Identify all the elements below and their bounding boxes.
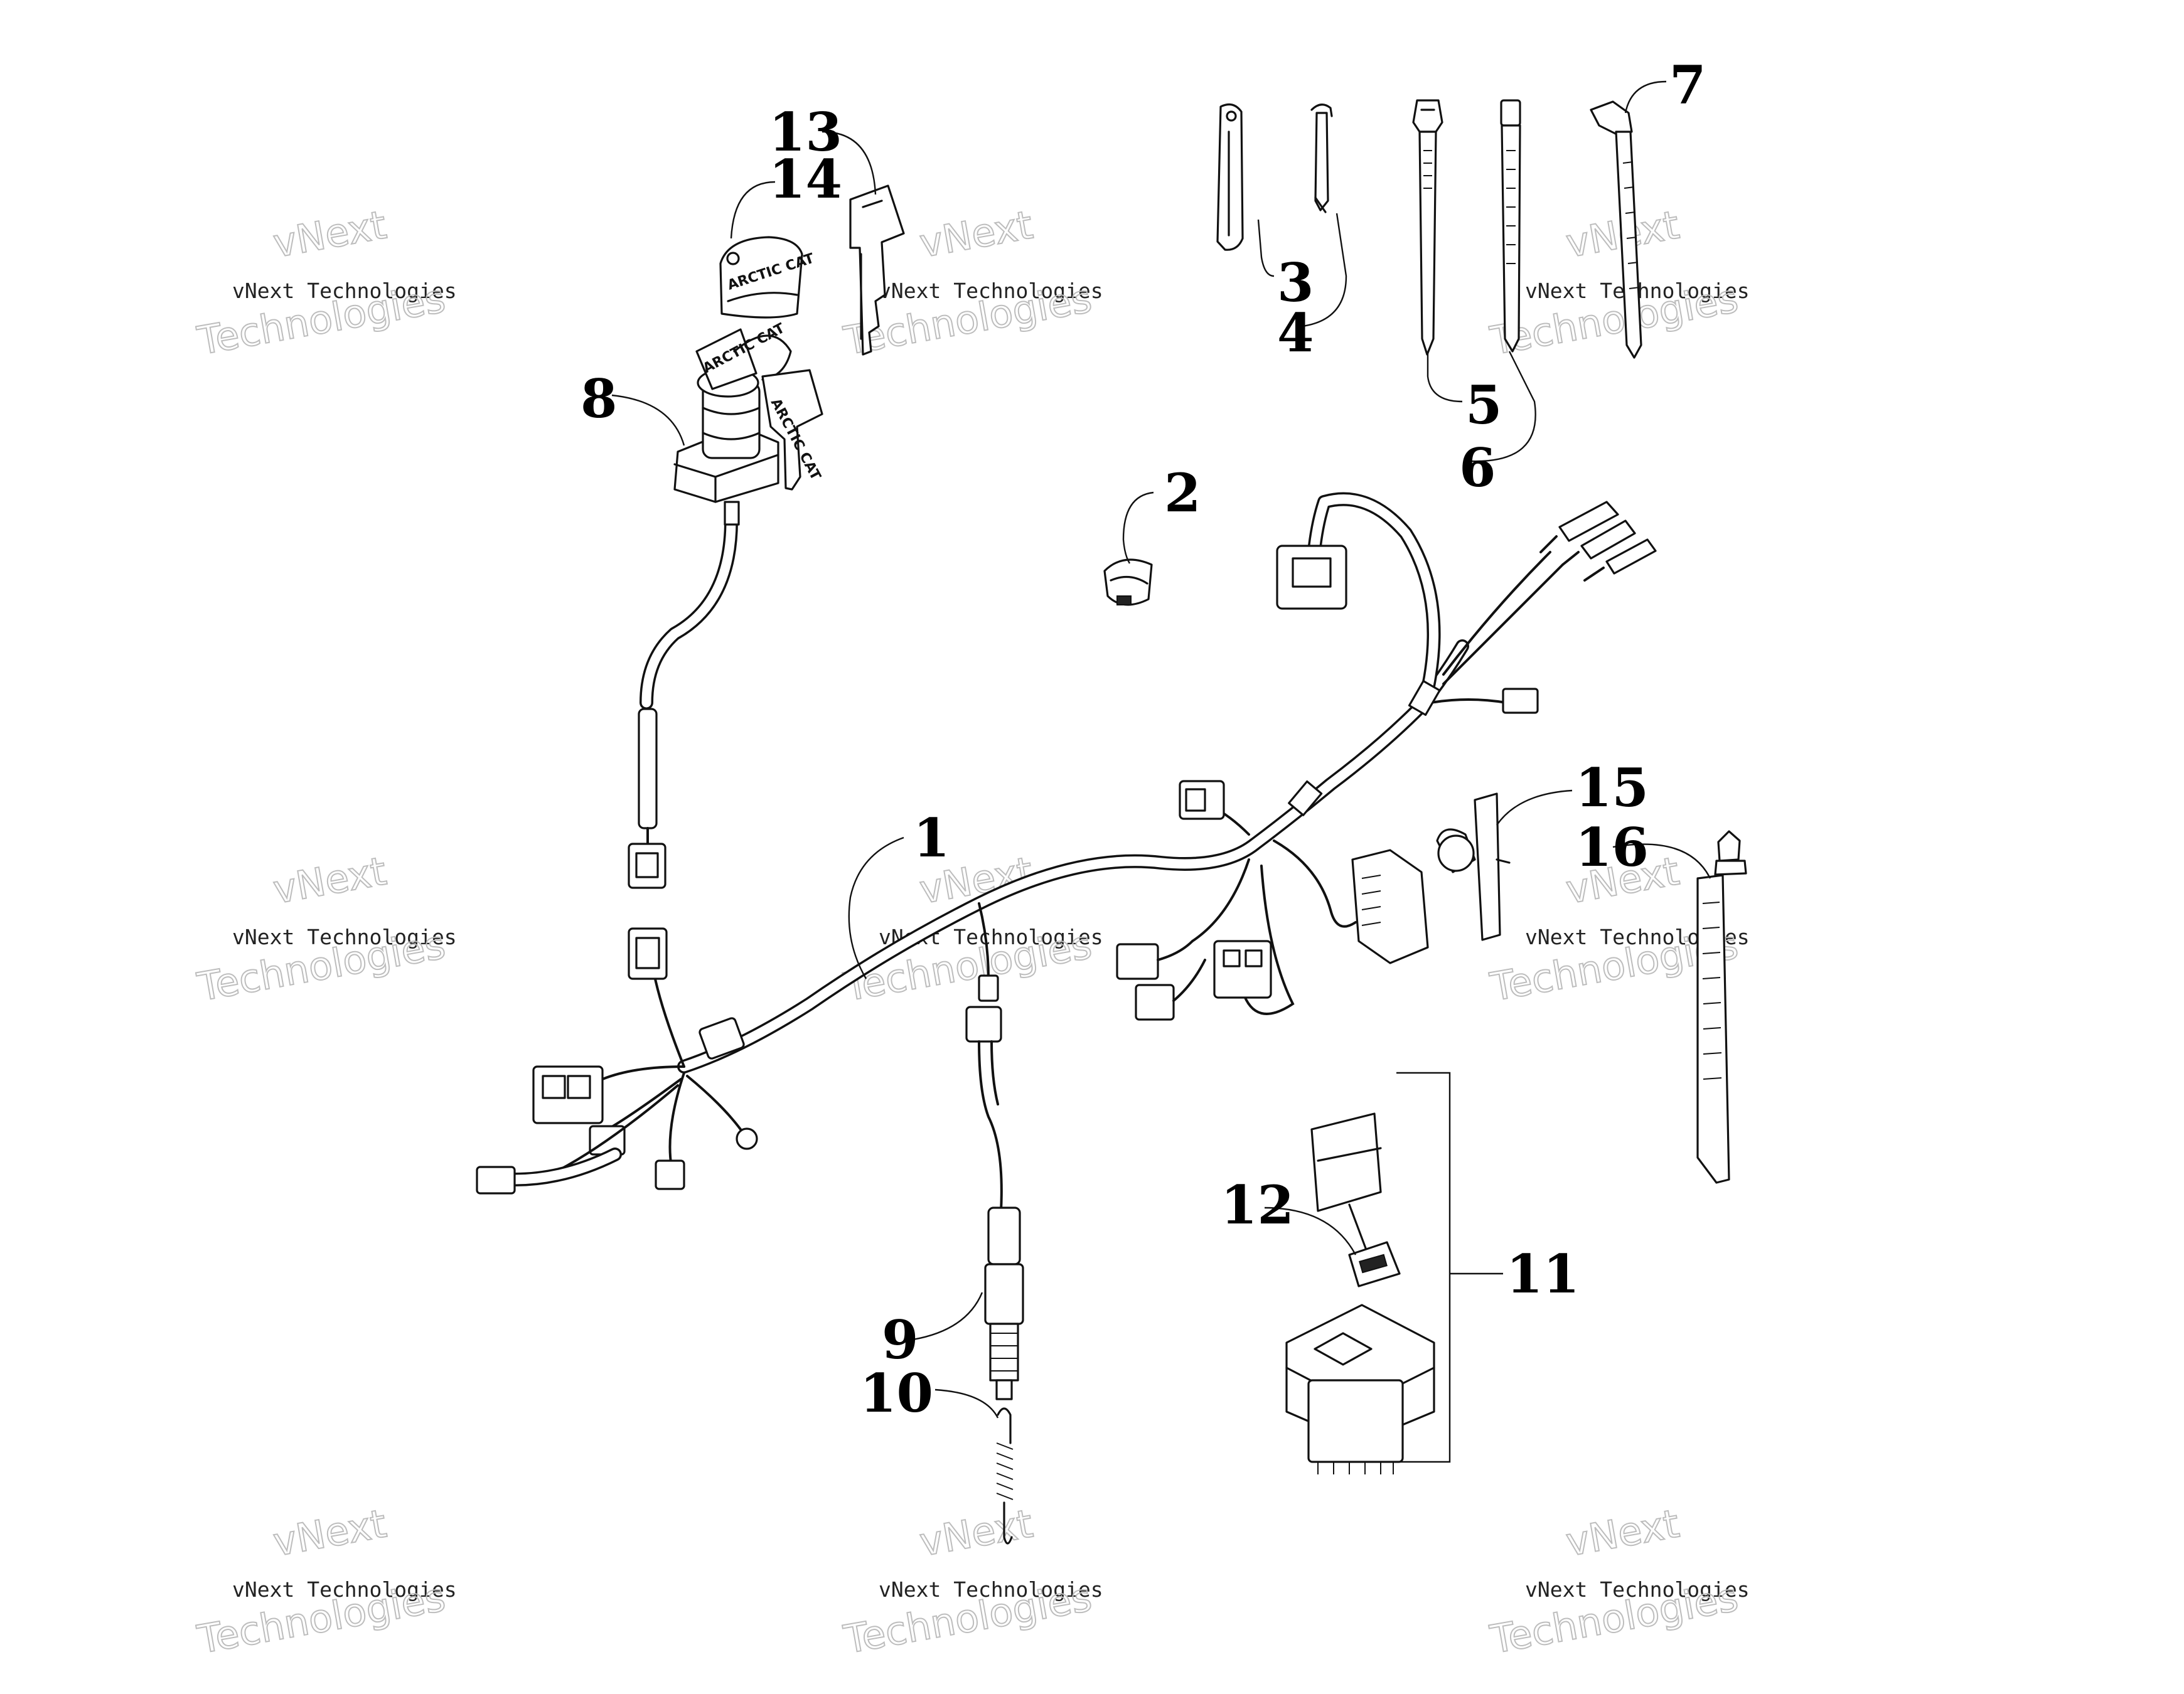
leader-16 bbox=[1612, 843, 1711, 879]
watermark-top: vNext bbox=[270, 1500, 390, 1565]
callout-7: 7 bbox=[1669, 54, 1706, 116]
leader-10 bbox=[934, 1388, 999, 1419]
wiring-harness-part-1 bbox=[476, 492, 1657, 1195]
leader-lines bbox=[611, 80, 1711, 1463]
sensor-part-9 bbox=[965, 1006, 1024, 1400]
watermark-top: vNext bbox=[270, 201, 390, 266]
key-cap-part-14: ARCTIC CAT bbox=[719, 236, 816, 319]
leader-14 bbox=[730, 181, 776, 239]
bracket-part-15 bbox=[1436, 792, 1511, 941]
watermark: vNext vNext Technologies Technologies bbox=[193, 1500, 457, 1663]
cable-tie-part-7 bbox=[1590, 100, 1642, 359]
callout-6: 6 bbox=[1459, 437, 1496, 499]
leader-8 bbox=[611, 394, 685, 446]
clamp-part-3 bbox=[1216, 103, 1244, 251]
callout-15: 15 bbox=[1575, 757, 1649, 819]
relay-part-11 bbox=[1285, 1304, 1435, 1474]
callout-1: 1 bbox=[913, 807, 950, 869]
watermark-top: vNext bbox=[916, 201, 1036, 266]
watermark-middle: vNext Technologies bbox=[879, 279, 1103, 303]
leader-5 bbox=[1427, 351, 1463, 403]
leader-12 bbox=[1264, 1207, 1357, 1255]
callout-12: 12 bbox=[1221, 1174, 1294, 1236]
callout-2: 2 bbox=[1164, 462, 1201, 524]
leader-6 bbox=[1468, 351, 1536, 462]
push-mount-tie-part-16 bbox=[1696, 830, 1747, 1184]
watermark: vNext vNext Technologies Technologies bbox=[1486, 201, 1750, 365]
watermark-middle: vNext Technologies bbox=[232, 279, 457, 303]
watermark-middle: vNext Technologies bbox=[232, 925, 457, 949]
watermark-top: vNext bbox=[1563, 1500, 1683, 1565]
callout-3: 3 bbox=[1277, 252, 1314, 314]
leader-4 bbox=[1302, 213, 1347, 328]
watermark: vNext vNext Technologies Technologies bbox=[1486, 1500, 1750, 1663]
callout-layer: 1 2 3 4 5 6 7 8 9 10 11 12 13 14 15 16 bbox=[581, 54, 1706, 1424]
watermark-middle: vNext Technologies bbox=[879, 1577, 1103, 1602]
leader-9 bbox=[913, 1292, 983, 1341]
leader-15 bbox=[1496, 789, 1573, 826]
watermark-top: vNext bbox=[270, 848, 390, 912]
watermark-layer: vNext vNext Technologies Technologies vN… bbox=[193, 201, 1750, 1663]
watermark-top: vNext bbox=[916, 1500, 1036, 1565]
watermark-middle: vNext Technologies bbox=[232, 1577, 457, 1602]
key-part-13 bbox=[849, 184, 905, 356]
relay-cover-part-11 bbox=[1310, 1112, 1382, 1256]
leader-3 bbox=[1257, 219, 1275, 277]
watermark-middle: vNext Technologies bbox=[1525, 1577, 1750, 1602]
cable-tie-part-5 bbox=[1412, 99, 1443, 356]
callout-14: 14 bbox=[769, 148, 842, 210]
leader-11 bbox=[1396, 1072, 1503, 1463]
watermark: vNext vNext Technologies Technologies bbox=[193, 201, 457, 365]
fuse-part-12 bbox=[1348, 1241, 1401, 1287]
cable-tie-part-6 bbox=[1500, 99, 1521, 353]
callout-10: 10 bbox=[860, 1362, 933, 1424]
clip-part-2 bbox=[1103, 558, 1153, 606]
callout-9: 9 bbox=[882, 1309, 918, 1371]
callout-4: 4 bbox=[1277, 302, 1314, 364]
callout-11: 11 bbox=[1506, 1243, 1580, 1305]
callout-16: 16 bbox=[1575, 816, 1649, 878]
callout-8: 8 bbox=[581, 368, 617, 430]
leader-1 bbox=[848, 836, 904, 979]
callout-13: 13 bbox=[769, 101, 842, 163]
clip-part-4 bbox=[1310, 104, 1333, 213]
leader-7 bbox=[1624, 80, 1667, 114]
leader-2 bbox=[1122, 491, 1154, 564]
watermark: vNext vNext Technologies Technologies bbox=[193, 847, 457, 1011]
watermark: vNext vNext Technologies Technologies bbox=[840, 1500, 1103, 1663]
spring-part-10 bbox=[996, 1407, 1014, 1545]
callout-5: 5 bbox=[1465, 374, 1502, 436]
ignition-switch-part-8: ARCTIC CAT ARCTIC CAT bbox=[628, 321, 823, 889]
leader-13 bbox=[822, 131, 877, 195]
